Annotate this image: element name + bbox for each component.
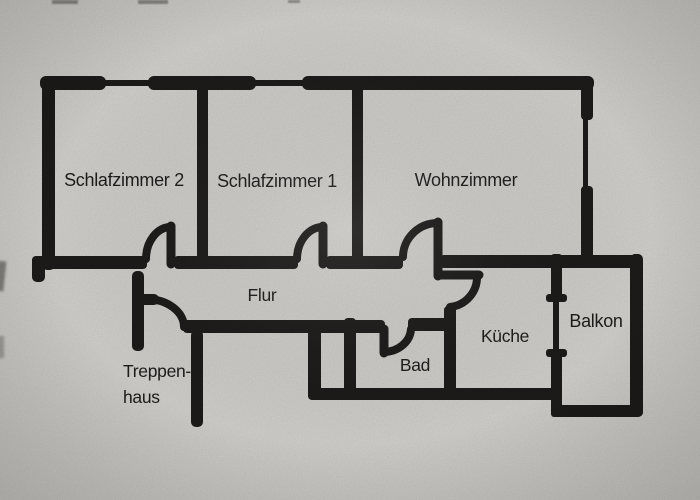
floor-plan-photo: Schlafzimmer 2 Schlafzimmer 1 Wohnzimmer… xyxy=(0,0,700,500)
paper-grain-overlay xyxy=(0,0,700,500)
floor-plan-drawing: Schlafzimmer 2 Schlafzimmer 1 Wohnzimmer… xyxy=(0,0,700,500)
